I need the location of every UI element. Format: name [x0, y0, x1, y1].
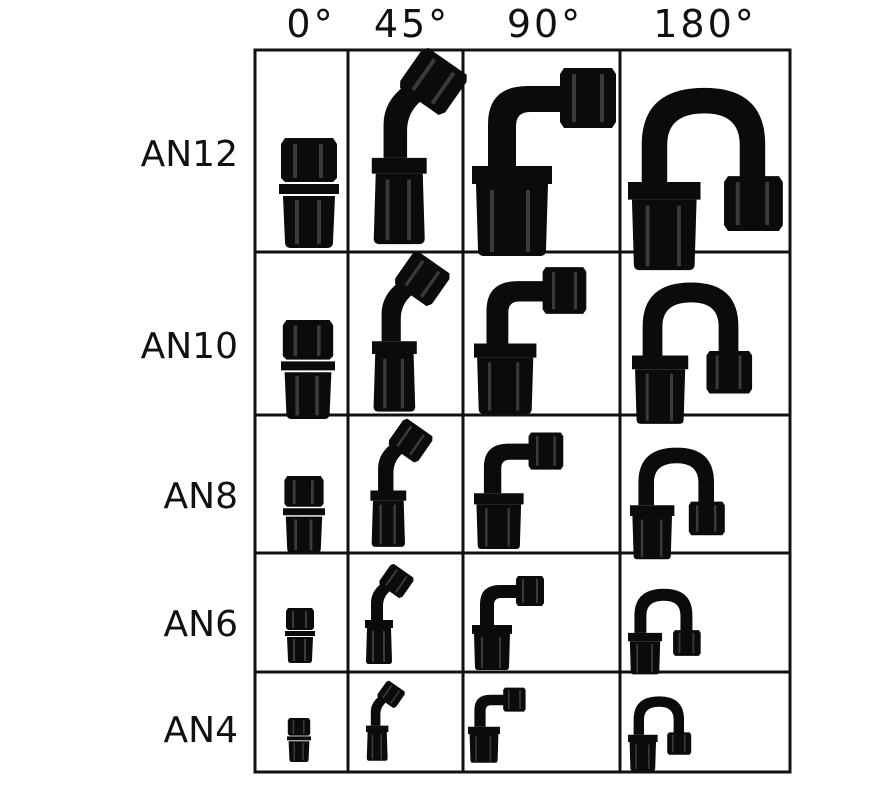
fitting-an12-45deg: [371, 45, 470, 245]
row-label-an8: AN8: [163, 476, 238, 517]
column-header-90: 90°: [506, 2, 584, 46]
fitting-an12-90deg: [472, 68, 616, 256]
fitting-an8-45deg: [370, 417, 435, 547]
fitting-an4-180deg: [628, 696, 692, 771]
fitting-an6-45deg: [365, 562, 416, 664]
fitting-an4-90deg: [468, 687, 526, 763]
fitting-an10-45deg: [372, 249, 453, 412]
row-label-an4: AN4: [163, 710, 238, 751]
row-label-an10: AN10: [140, 326, 238, 367]
column-header-45: 45°: [373, 2, 451, 46]
fitting-an6-90deg: [472, 576, 544, 670]
column-header-0: 0°: [286, 2, 336, 46]
fitting-an10-180deg: [632, 282, 753, 424]
fitting-an10-90deg: [474, 267, 587, 414]
fitting-an12-0deg: [279, 138, 339, 248]
fitting-an4-0deg: [287, 718, 311, 762]
fitting-an6-0deg: [285, 608, 315, 663]
fitting-an8-0deg: [283, 476, 325, 553]
row-label-an12: AN12: [140, 134, 238, 175]
fitting-an4-45deg: [366, 679, 407, 761]
fitting-an10-0deg: [281, 320, 335, 419]
column-header-180: 180°: [653, 2, 757, 46]
fitting-an12-180deg: [628, 87, 783, 271]
grid-lines: [253, 48, 792, 774]
fitting-an8-180deg: [630, 447, 725, 560]
fitting-an8-90deg: [474, 432, 564, 550]
row-label-an6: AN6: [163, 604, 238, 645]
fitting-an6-180deg: [628, 588, 701, 675]
